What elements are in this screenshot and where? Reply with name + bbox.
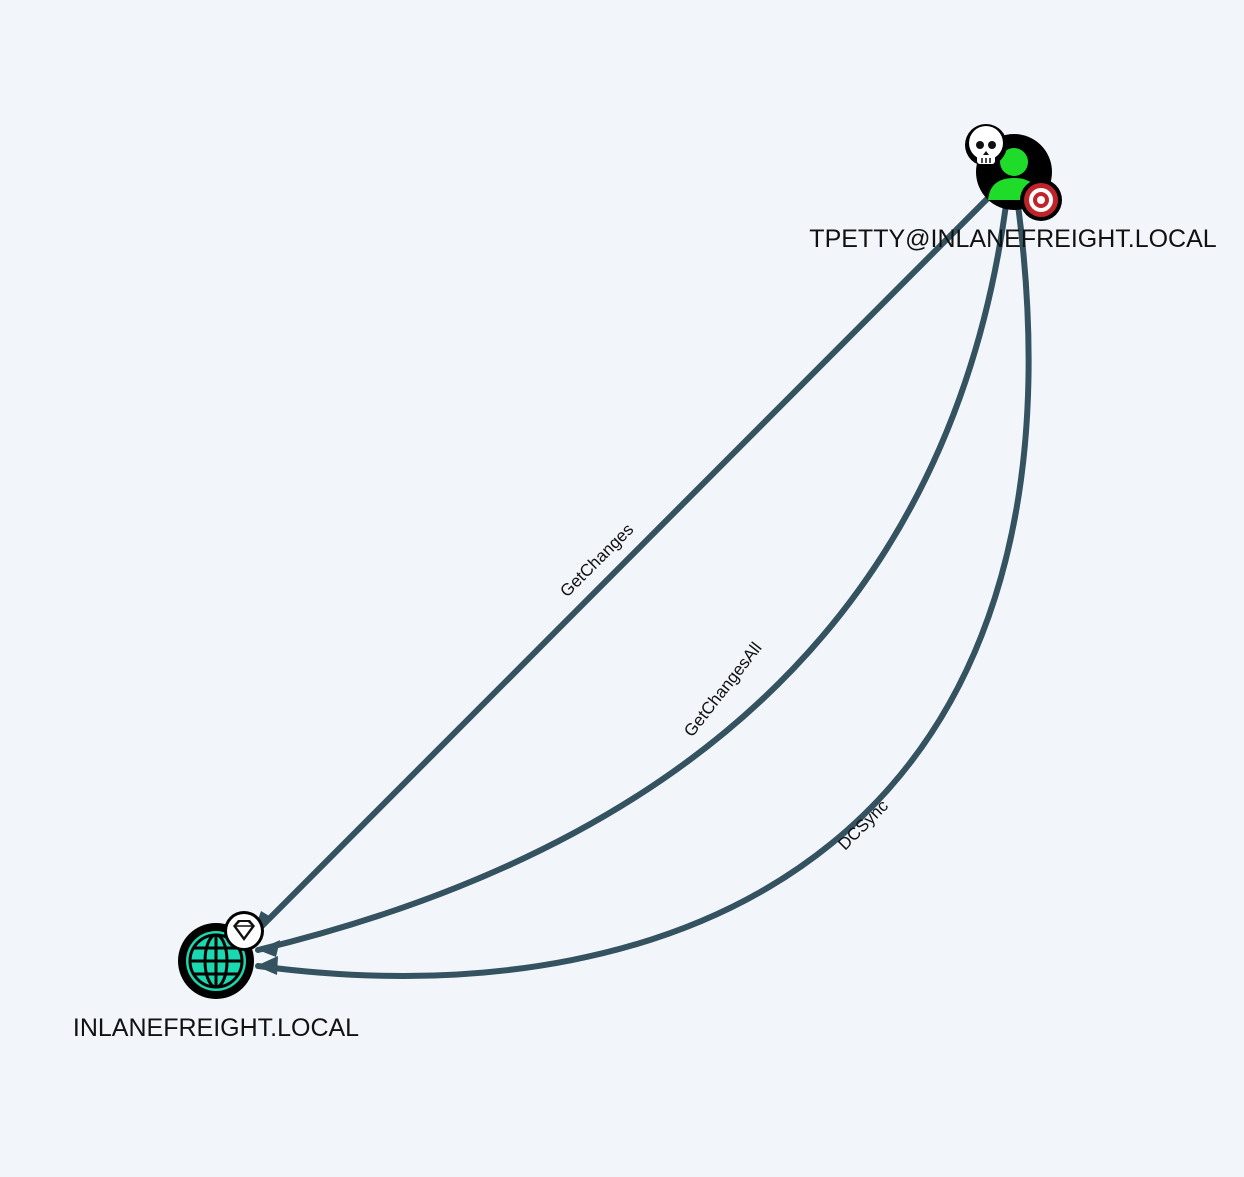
edge-getchangesall[interactable]: GetChangesAll xyxy=(255,202,1009,957)
skull-icon xyxy=(965,124,1007,166)
node-user[interactable]: TPETTY@INLANEFREIGHT.LOCAL xyxy=(809,124,1217,253)
edge-label-dcsync: DCSync xyxy=(834,796,892,854)
diamond-icon xyxy=(224,911,264,951)
edge-dcsync[interactable]: DCSync xyxy=(255,202,1032,979)
node-label-user: TPETTY@INLANEFREIGHT.LOCAL xyxy=(809,225,1216,253)
target-icon xyxy=(1020,179,1062,221)
node-label-domain: INLANEFREIGHT.LOCAL xyxy=(73,1014,359,1042)
node-domain[interactable]: INLANEFREIGHT.LOCAL xyxy=(73,911,359,1042)
edge-label-getchangesall: GetChangesAll xyxy=(680,639,765,741)
